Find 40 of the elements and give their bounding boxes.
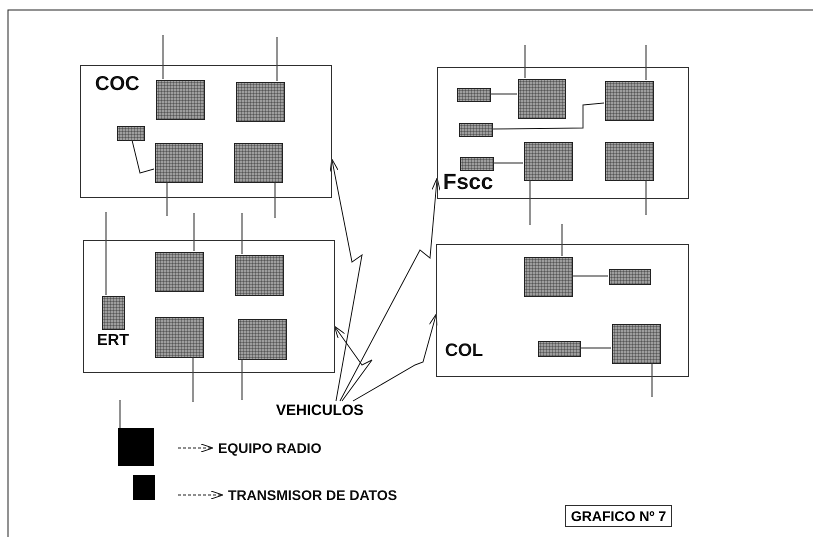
radio-equipment-block [524,142,573,181]
radio-equipment-block [238,319,287,360]
radio-equipment-block [234,143,283,183]
site-box [436,244,689,377]
site-box [83,240,335,373]
data-transmitter-block [460,157,494,171]
connector-line [492,102,604,130]
site-label: COL [445,341,483,359]
legend-text: TRANSMISOR DE DATOS [228,487,398,503]
radio-equipment-block [155,252,204,292]
radio-link-arrow [352,314,438,402]
data-transmitter-block [117,126,145,141]
site-box [80,65,332,198]
data-transmitter-block [457,88,491,102]
radio-equipment-block [524,257,573,297]
radio-equipment-block [155,143,203,183]
radio-link-arrow [340,178,441,402]
legend-text: EQUIPO RADIO [218,440,322,456]
radio-equipment-block [235,255,284,296]
data-transmitter-block [538,341,581,357]
site-box [437,67,689,199]
data-transmitter-block [459,123,493,137]
radio-equipment-block [156,80,205,120]
radio-equipment-block [605,142,654,181]
connector-line [492,162,524,164]
radio-link-arrow [330,158,363,402]
figure-caption: GRAFICO Nº 7 [565,505,672,527]
connector-line [132,140,154,174]
radio-equipment-block [236,82,285,122]
radio-link-arrow [334,326,372,402]
site-label: ERT [97,333,129,349]
radio-equipment-block [612,324,661,364]
site-label: Fscc [443,171,494,193]
radio-equipment-block [518,79,566,119]
data-transmitter-block [609,269,651,285]
vehicles-label: VEHICULOS [274,401,394,423]
data-transmitter-block [102,296,125,330]
site-label: COC [95,74,140,94]
radio-equipment-block [605,81,654,121]
radio-equipment-block [155,317,204,358]
